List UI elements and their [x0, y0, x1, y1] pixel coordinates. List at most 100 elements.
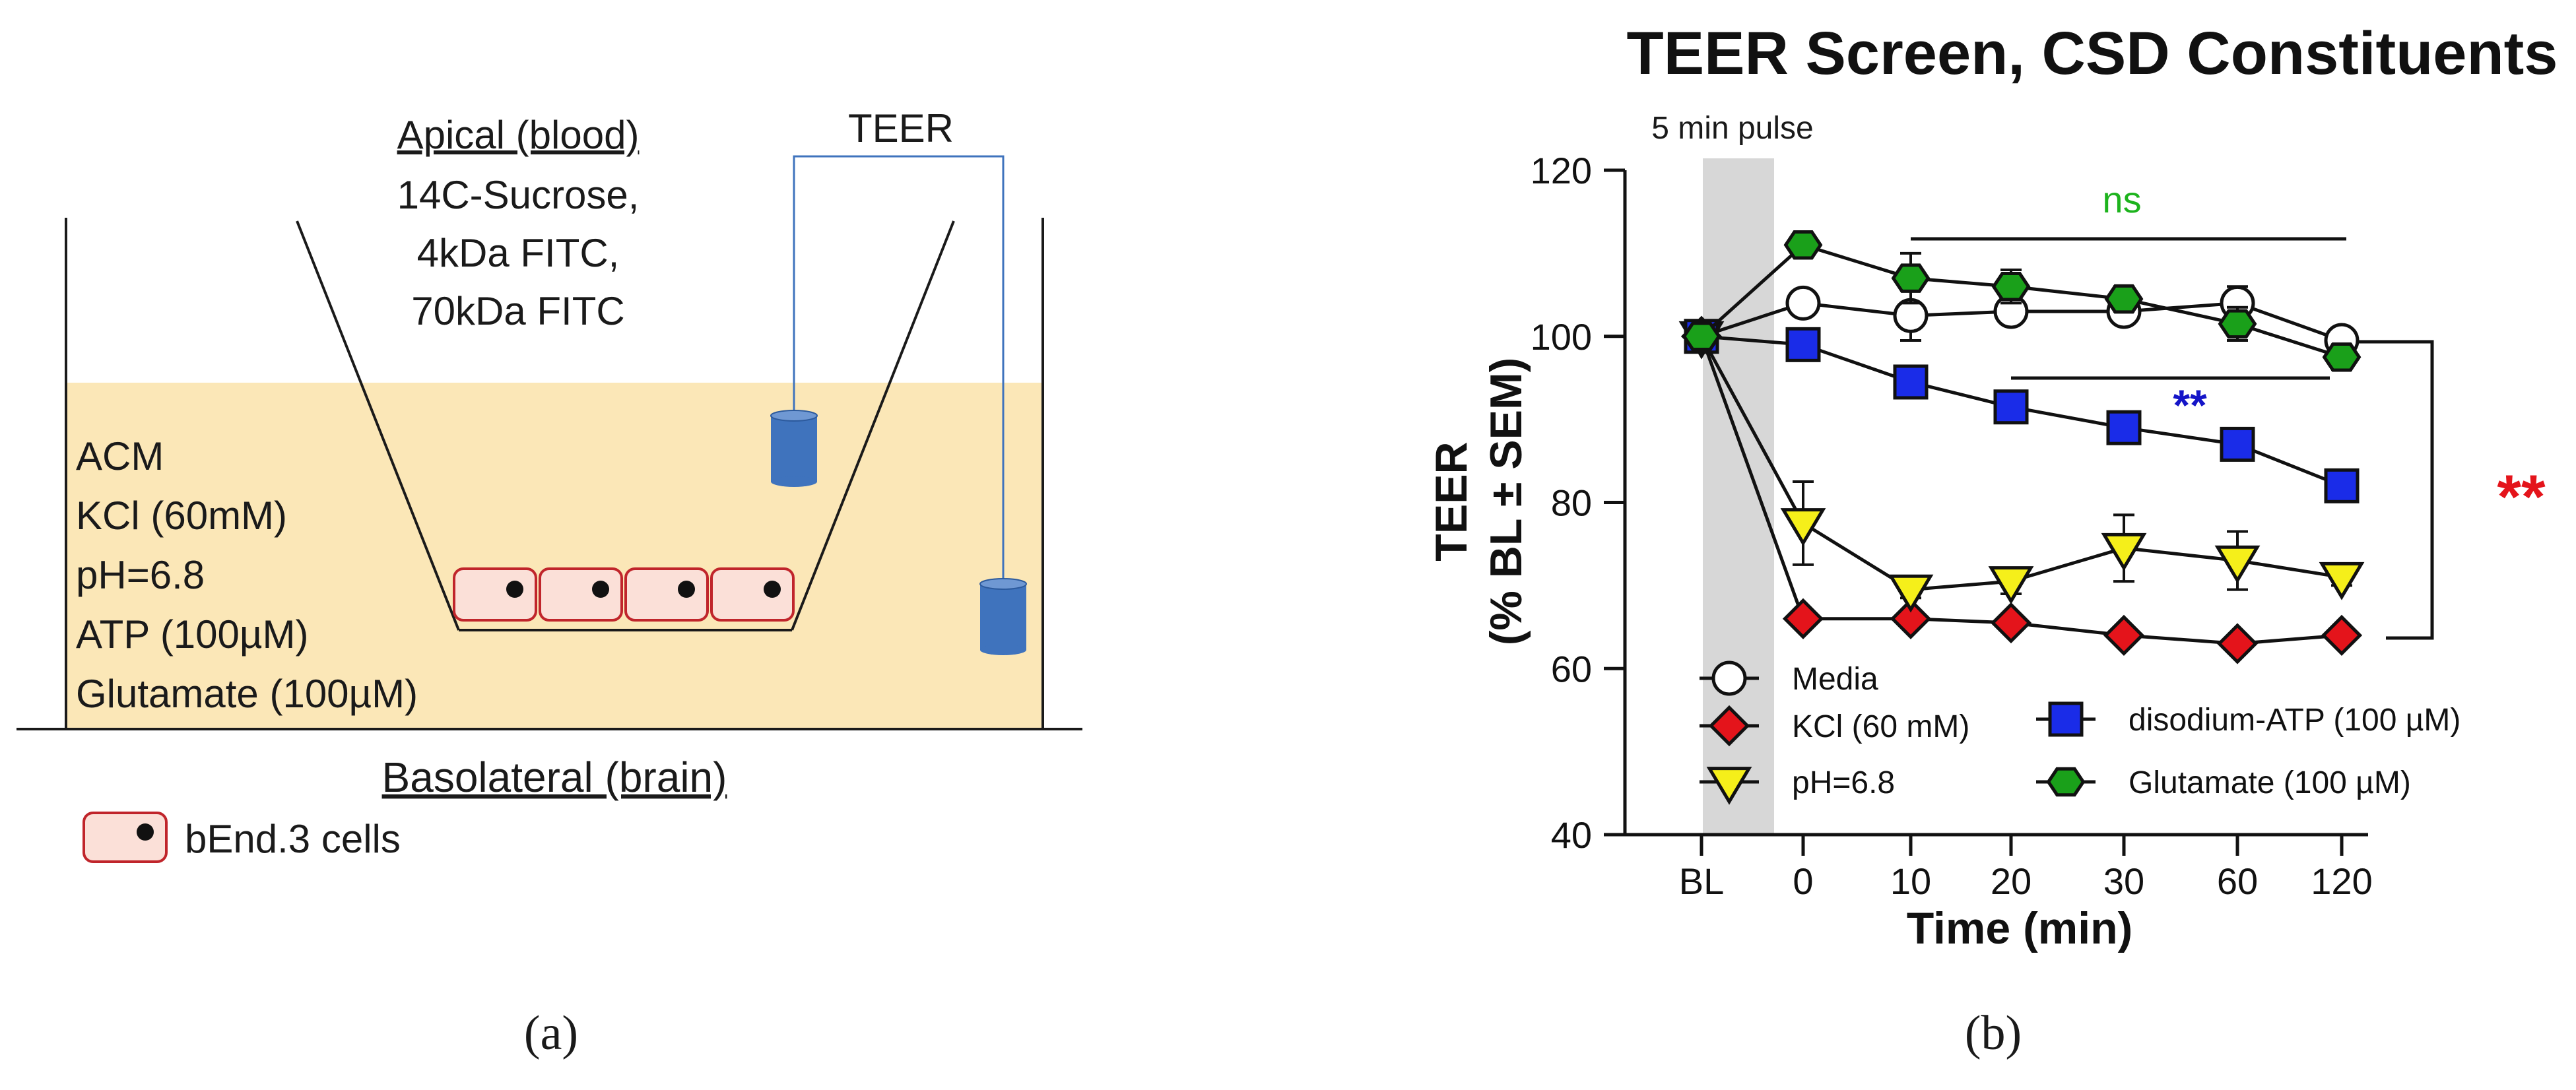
insert-right-wall: [791, 220, 955, 631]
legend-marker: [1711, 660, 1747, 696]
cell-body: [539, 567, 623, 622]
electrode-base: [771, 476, 817, 487]
kcl-media-sig-label: **: [2497, 462, 2546, 531]
cell-nucleus: [506, 581, 523, 598]
caption-a: (a): [524, 1006, 578, 1060]
x-tick-label: 120: [2311, 860, 2372, 902]
y-tick-label: 120: [1531, 150, 1592, 191]
condition-acm: ACM: [76, 434, 164, 478]
panel-a-diagram: Apical (blood) 14C-Sucrose, 4kDa FITC, 7…: [17, 106, 1082, 1060]
series-group: [1678, 230, 2365, 664]
condition-glutamate: Glutamate (100µM): [76, 672, 418, 716]
cell-body: [83, 812, 168, 863]
x-tick-label: BL: [1679, 860, 1725, 902]
bend3-cell: [539, 567, 623, 622]
data-point: [2322, 342, 2361, 372]
cell-monolayer: [453, 567, 795, 622]
electrode-top: [979, 578, 1027, 590]
y-tick-label: 60: [1551, 648, 1592, 689]
legend-label: Glutamate (100 µM): [2129, 765, 2411, 800]
x-tick-label: 0: [1793, 860, 1813, 902]
data-point: [1785, 285, 1821, 321]
data-point: [1990, 602, 2032, 644]
series-square: [1684, 319, 2360, 503]
atp-significance-bracket: **: [2011, 376, 2330, 430]
pulse-label: 5 min pulse: [1651, 111, 1813, 146]
chart-title: TEER Screen, CSD Constituents: [1627, 20, 2558, 87]
data-point: [2104, 284, 2144, 314]
kcl-media-bracket-line: [2328, 340, 2434, 640]
legend-entry: pH=6.8: [1700, 765, 1895, 805]
cell-nucleus: [137, 823, 154, 841]
condition-kcl: KCl (60mM): [76, 494, 287, 538]
data-point: [2324, 468, 2360, 503]
basolateral-title: Basolateral (brain): [382, 753, 727, 801]
bend3-cell: [710, 567, 795, 622]
legend-label: KCl (60 mM): [1792, 709, 1969, 744]
data-point: [1988, 566, 2034, 604]
electrode-apical: [770, 410, 818, 487]
data-point: [1893, 364, 1929, 400]
legend-entry: disodium-ATP (100 µM): [2036, 701, 2460, 738]
y-tick-label: 100: [1531, 316, 1592, 358]
ns-label: ns: [2102, 179, 2141, 220]
cell-body: [453, 567, 537, 622]
y-axis-label-line2: (% BL ± SEM): [1481, 358, 1531, 646]
cell-legend: [83, 812, 168, 863]
data-point: [2101, 532, 2147, 571]
bend3-cell: [624, 567, 709, 622]
legend-label: pH=6.8: [1792, 765, 1895, 800]
atp-sig-label: **: [2173, 381, 2207, 430]
data-point: [2106, 410, 2142, 445]
legend-entry: KCl (60 mM): [1700, 705, 1969, 747]
caption-b: (b): [1965, 1006, 2022, 1060]
data-point: [2218, 309, 2257, 339]
cell-nucleus: [678, 581, 695, 598]
data-point: [1890, 598, 1932, 639]
data-point: [1991, 272, 2031, 302]
cell-body: [624, 567, 709, 622]
cell-legend-swatch: [83, 812, 168, 863]
cell-body: [710, 567, 795, 622]
data-point: [2103, 614, 2145, 657]
apical-line-1: 14C-Sucrose,: [397, 173, 640, 217]
legend-marker: [2048, 701, 2084, 737]
legend-entry: Glutamate (100 µM): [2036, 765, 2411, 800]
y-tick-label: 40: [1551, 814, 1592, 856]
data-point: [2216, 623, 2259, 664]
data-point: [2321, 614, 2363, 657]
data-point: [1785, 327, 1821, 362]
data-point: [1993, 389, 2029, 425]
data-point: [2319, 561, 2365, 600]
legend-marker: [1706, 767, 1752, 805]
series-hexagon: [1682, 230, 2361, 372]
electrode-body: [771, 416, 817, 482]
x-tick-label: 10: [1890, 860, 1931, 902]
data-point: [2220, 426, 2255, 462]
cell-nucleus: [764, 581, 781, 598]
legend-marker: [1708, 705, 1750, 747]
apical-line-3: 70kDa FITC: [411, 289, 624, 333]
teer-electrode-wire: [793, 155, 1005, 581]
cell-nucleus: [592, 581, 609, 598]
apical-line-2: 4kDa FITC,: [417, 231, 620, 275]
series-line: [1700, 335, 2342, 646]
cell-legend-label: bEnd.3 cells: [185, 817, 401, 861]
data-point: [1682, 321, 1721, 351]
legend-marker: [2046, 767, 2086, 797]
x-tick-label: 60: [2217, 860, 2258, 902]
panel-b-chart: TEER Screen, CSD Constituents 5 min puls…: [1426, 20, 2558, 1060]
bend3-cell: [453, 567, 537, 622]
condition-atp: ATP (100µM): [76, 612, 308, 657]
basolateral-medium: [66, 383, 1043, 729]
data-point: [1888, 574, 1934, 613]
legend-entry: Media: [1700, 660, 1878, 697]
data-point: [1780, 508, 1826, 546]
apical-title: Apical (blood): [397, 113, 640, 157]
electrode-basolateral: [979, 578, 1027, 655]
data-point: [1893, 298, 1929, 333]
